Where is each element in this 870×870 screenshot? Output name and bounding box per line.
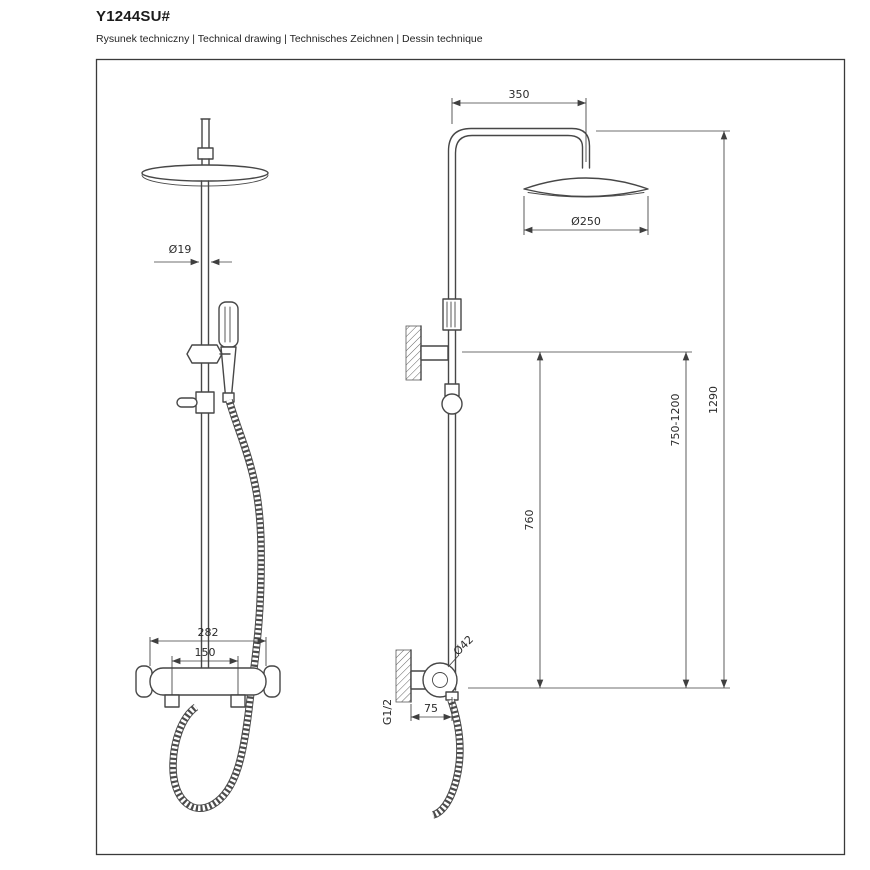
dim-escutcheon-diameter: Ø42: [451, 633, 476, 658]
riser-pipe-front: [200, 180, 210, 669]
front-view: [135, 118, 281, 812]
drawing-frame: [95, 58, 846, 856]
holder-side: [442, 298, 462, 331]
rain-head-side: [523, 177, 649, 198]
dim-pipe-diameter: Ø19: [169, 243, 192, 256]
dim-arm-length: 350: [509, 88, 530, 101]
slider-lock: [195, 391, 215, 414]
wall-section-lower: [395, 649, 412, 703]
head-fitting: [197, 147, 214, 160]
lock-lever: [176, 397, 198, 408]
dim-hose-drop: 760: [523, 510, 536, 531]
front-dimensions: Ø19 282 150: [149, 243, 267, 695]
dim-inlet-spacing: 150: [195, 646, 216, 659]
wall-section-upper: [405, 325, 422, 381]
dim-wall-height-range: 750-1200: [669, 394, 682, 447]
dim-head-diameter: Ø250: [571, 215, 601, 228]
top-stub-pipe: [200, 118, 211, 149]
mixer-body: [149, 667, 267, 696]
dim-wall-offset: 75: [424, 702, 438, 715]
slider-holder: [186, 344, 223, 364]
rain-head-front: [141, 164, 269, 182]
wall-union-left: [164, 694, 180, 708]
hand-shower-head: [218, 301, 239, 348]
shower-hose-front: [169, 398, 265, 812]
dim-total-height: 1290: [707, 386, 720, 414]
mixer-side-knob: [422, 662, 458, 698]
side-view: [395, 127, 649, 819]
wall-bracket: [420, 345, 449, 361]
label-thread-size: G1/2: [381, 699, 394, 725]
dim-mixer-width: 282: [198, 626, 219, 639]
side-dimensions: 350 Ø250 760 750-1200 1290 Ø42 G1/2 75: [381, 88, 730, 725]
drawing-subtitle: Rysunek techniczny | Technical drawing |…: [96, 33, 483, 45]
product-code-title: Y1244SU#: [96, 8, 171, 25]
riser-pipe-side: [447, 127, 591, 691]
wall-union-right: [230, 694, 246, 708]
diverter-knob: [441, 393, 463, 415]
